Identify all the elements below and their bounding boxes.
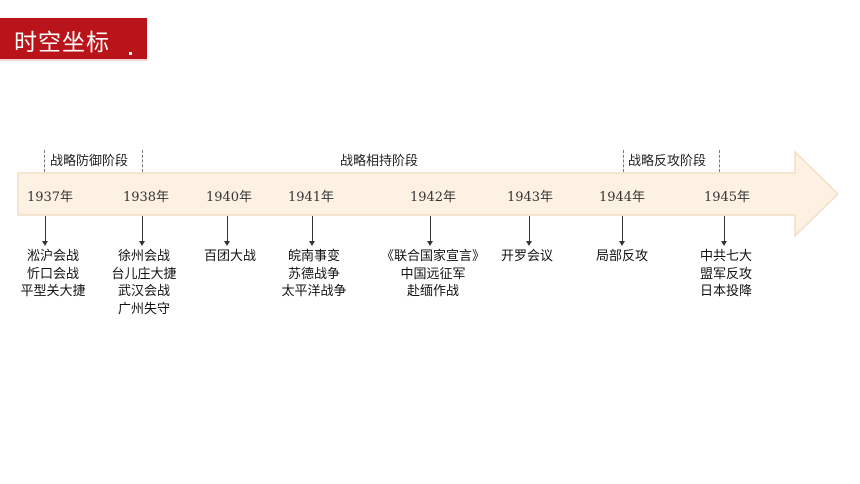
event-item: 广州失守: [117, 301, 171, 317]
year-label-1941: 1941年: [287, 190, 335, 205]
event-item: 苏德战争: [287, 266, 341, 282]
year-label-1945: 1945年: [703, 190, 751, 205]
timeline-arrow-shape: [17, 150, 840, 238]
event-item: 日本投降: [699, 284, 753, 299]
title-underline: [0, 59, 147, 61]
event-item: 淞沪会战: [26, 249, 80, 264]
event-item: 中共七大: [699, 249, 753, 264]
event-item: 台儿庄大捷: [111, 266, 177, 282]
events-1941: 皖南事变 苏德战争 太平洋战争: [281, 248, 346, 301]
phase-label-defense: 战略防御阶段: [50, 154, 129, 169]
event-item: 局部反攻: [595, 249, 649, 264]
event-item: 盟军反攻: [699, 266, 753, 282]
page-title: 时空坐标: [14, 30, 110, 56]
event-item: 徐州会战: [117, 249, 171, 264]
events-1938: 徐州会战 台儿庄大捷 武汉会战 广州失守: [111, 248, 176, 318]
phase-divider-defense-stalemate: [142, 150, 143, 172]
events-1943: 开罗会议: [501, 248, 553, 266]
event-item: 百团大战: [203, 249, 257, 264]
events-1945: 中共七大 盟军反攻 日本投降: [700, 248, 752, 301]
phase-divider-start: [44, 150, 45, 172]
year-label-1940: 1940年: [205, 190, 253, 205]
event-arrow-1940: [224, 216, 230, 246]
event-item: 武汉会战: [117, 284, 171, 299]
event-arrow-1943: [526, 216, 532, 246]
banner-dot-decoration: [129, 52, 132, 55]
events-1944: 局部反攻: [596, 248, 648, 266]
event-arrow-1945: [721, 216, 727, 246]
event-item: 赴缅作战: [406, 284, 460, 299]
event-item: 皖南事变: [287, 249, 341, 264]
event-item: 《联合国家宣言》: [380, 249, 486, 264]
phase-divider-stalemate-counter: [623, 150, 624, 172]
title-banner: 时空坐标: [0, 18, 147, 59]
year-label-1944: 1944年: [598, 190, 646, 205]
phase-label-counteroffensive: 战略反攻阶段: [628, 154, 707, 169]
event-arrow-1937: [42, 216, 48, 246]
event-item: 忻口会战: [26, 266, 80, 282]
events-1940: 百团大战: [204, 248, 256, 266]
phase-divider-end: [719, 150, 720, 172]
event-item: 平型关大捷: [20, 284, 86, 299]
phase-label-stalemate: 战略相持阶段: [340, 154, 419, 169]
year-label-1937: 1937年: [26, 190, 74, 205]
event-item: 中国远征军: [400, 266, 466, 282]
event-item: 太平洋战争: [281, 284, 347, 299]
events-1942: 《联合国家宣言》 中国远征军 赴缅作战: [381, 248, 485, 301]
year-label-1942: 1942年: [409, 190, 457, 205]
event-arrow-1944: [619, 216, 625, 246]
event-arrow-1941: [309, 216, 315, 246]
events-1937: 淞沪会战 忻口会战 平型关大捷: [20, 248, 85, 301]
year-label-1938: 1938年: [122, 190, 170, 205]
year-label-1943: 1943年: [506, 190, 554, 205]
event-item: 开罗会议: [500, 249, 554, 264]
event-arrow-1938: [139, 216, 145, 246]
event-arrow-1942: [427, 216, 433, 246]
